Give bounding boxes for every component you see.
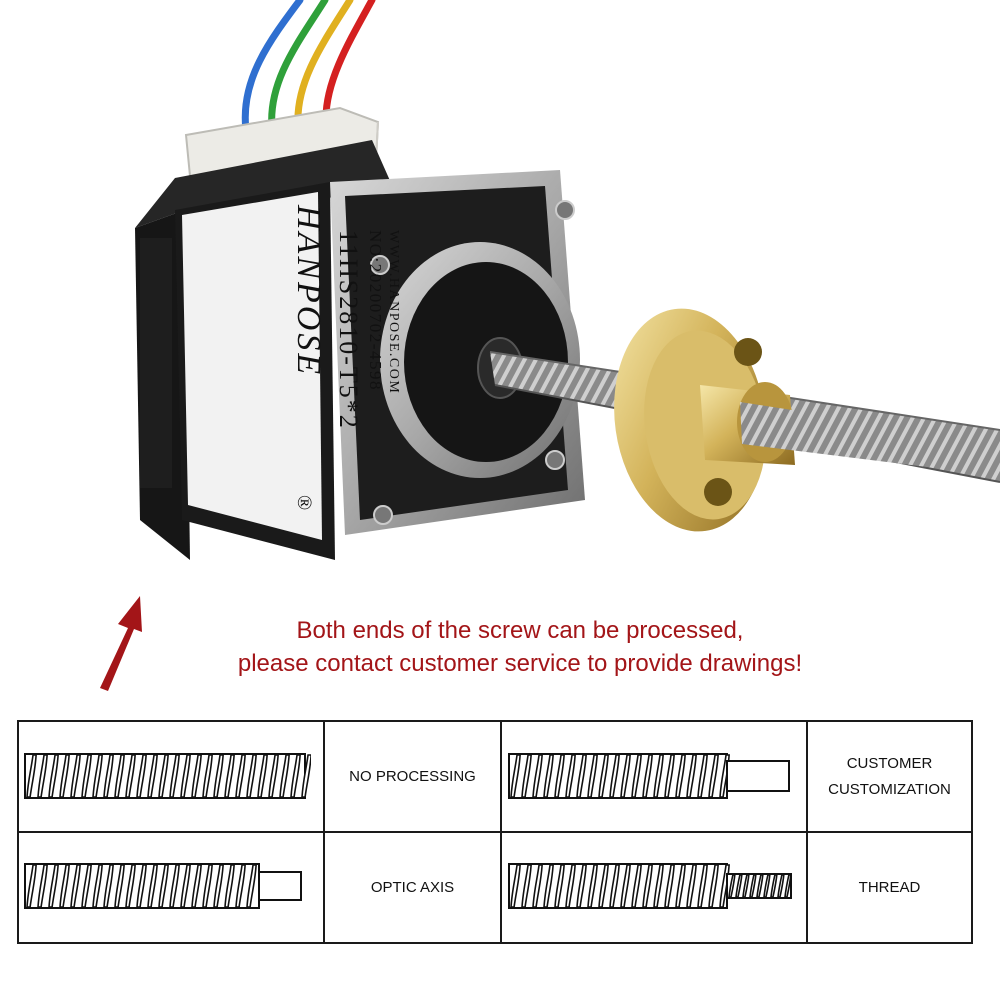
- notice-line-1: Both ends of the screw can be processed,: [296, 617, 744, 644]
- brass-nut: [614, 308, 1000, 532]
- option-no-processing: NO PROCESSING: [349, 767, 476, 785]
- model-number: 11HS2810-T5*2: [334, 230, 363, 430]
- option-customer-customization: CUSTOMER CUSTOMIZATION: [828, 754, 951, 798]
- plain-screw-icon: [24, 753, 311, 799]
- brand-name: HANPOSE: [290, 204, 327, 377]
- option-optic-axis: OPTIC AXIS: [370, 878, 455, 896]
- notice-line-2: please contact customer service to provi…: [237, 650, 803, 677]
- motor-body: [135, 140, 585, 560]
- motor-label-text: HANPOSE ® 11HS2810-T5*2 NO:20200702-4598…: [290, 204, 401, 510]
- option-thread: THREAD: [858, 878, 921, 896]
- stepper-motor-product-image: HANPOSE ® 11HS2810-T5*2 NO:20200702-4598…: [135, 0, 1000, 560]
- up-right-arrow-icon: [100, 596, 142, 691]
- serial-number: NO:20200702-4598: [366, 230, 385, 391]
- motor-wires: [241, 0, 376, 134]
- screw-with-thread-end-icon: [508, 863, 792, 909]
- screw-with-shaft-icon: [508, 753, 790, 799]
- motor-label: [182, 192, 322, 540]
- registered-mark: ®: [293, 495, 315, 510]
- processing-options-table: NO PROCESSING CUSTOMER CUSTOMIZATION OPT…: [17, 720, 973, 944]
- website: WWW.HANPOSE.COM: [386, 230, 401, 394]
- screw-with-optic-axis-icon: [24, 863, 302, 909]
